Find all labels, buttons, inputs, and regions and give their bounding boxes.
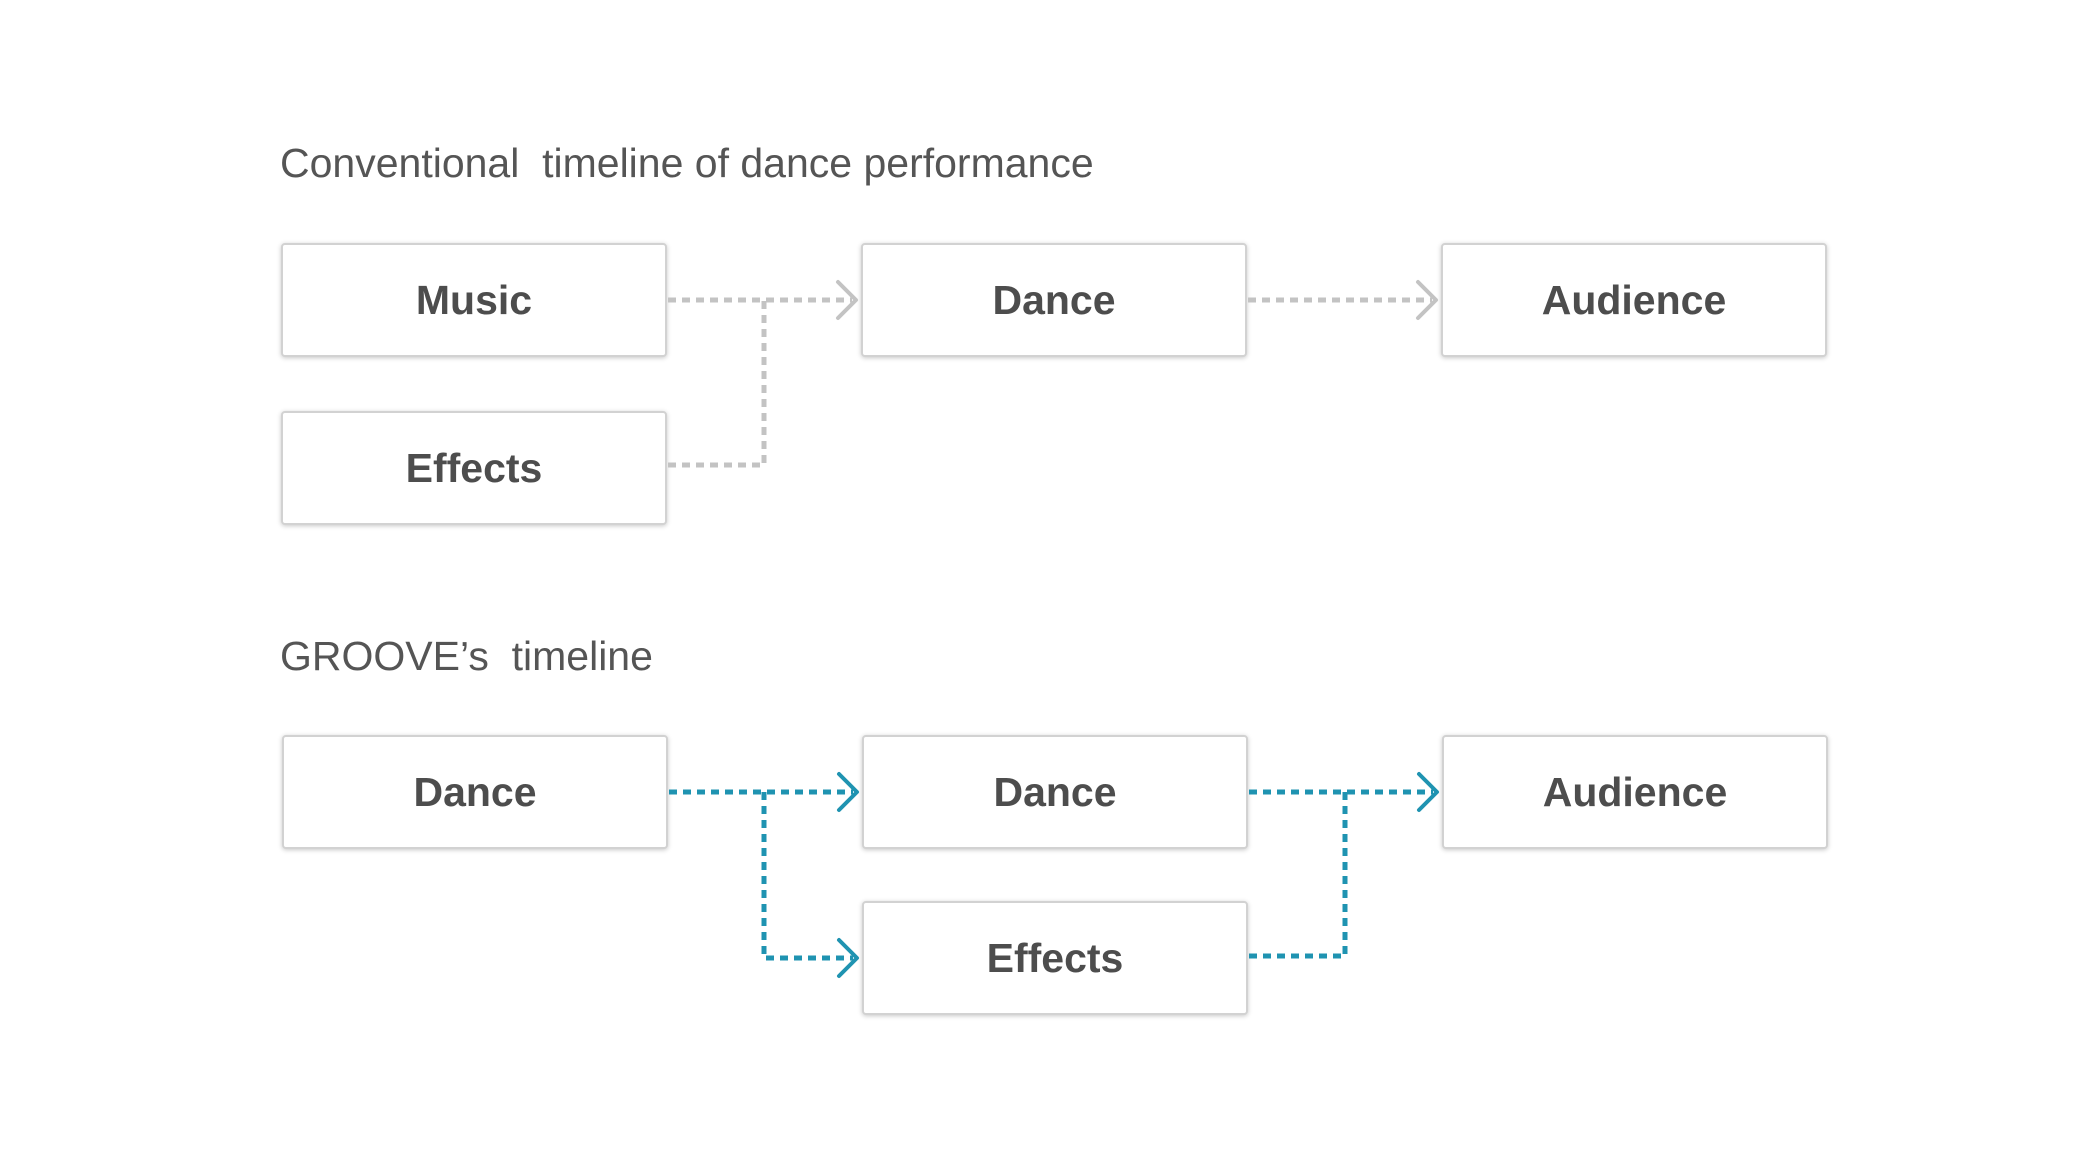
groove-arrow-into-audience-icon xyxy=(1417,772,1439,812)
conventional-audience-label: Audience xyxy=(1541,276,1727,323)
groove-effects-box: Effects xyxy=(862,901,1248,1015)
conventional-music-box: Music xyxy=(281,243,667,357)
groove-arrow-into-effects-icon xyxy=(837,938,859,978)
groove-dance-box: Dance xyxy=(862,735,1248,849)
groove-dance-source-label: Dance xyxy=(413,768,537,815)
conventional-effects-label: Effects xyxy=(405,444,543,491)
groove-dance-label: Dance xyxy=(993,768,1117,815)
groove-dance-to-effects-connector xyxy=(761,792,853,961)
conventional-dance-label: Dance xyxy=(992,276,1116,323)
conventional-arrow-into-audience-icon xyxy=(1416,280,1438,320)
conventional-timeline-title: Conventional timeline of dance performan… xyxy=(280,140,1094,186)
groove-effects-to-audience-connector xyxy=(1249,792,1348,959)
groove-effects-label: Effects xyxy=(986,934,1124,981)
conventional-dance-box: Dance xyxy=(861,243,1247,357)
conventional-connectors xyxy=(668,280,1438,468)
groove-audience-label: Audience xyxy=(1542,768,1728,815)
conventional-music-label: Music xyxy=(415,276,533,323)
groove-dance-source-box: Dance xyxy=(282,735,668,849)
conventional-effects-box: Effects xyxy=(281,411,667,525)
groove-audience-box: Audience xyxy=(1442,735,1828,849)
conventional-effects-to-dance-connector xyxy=(668,300,767,468)
groove-timeline-title: GROOVE’s timeline xyxy=(280,633,653,679)
conventional-arrow-into-dance-icon xyxy=(836,280,858,320)
groove-connectors xyxy=(669,772,1439,978)
groove-arrow-into-dance-icon xyxy=(837,772,859,812)
conventional-audience-box: Audience xyxy=(1441,243,1827,357)
